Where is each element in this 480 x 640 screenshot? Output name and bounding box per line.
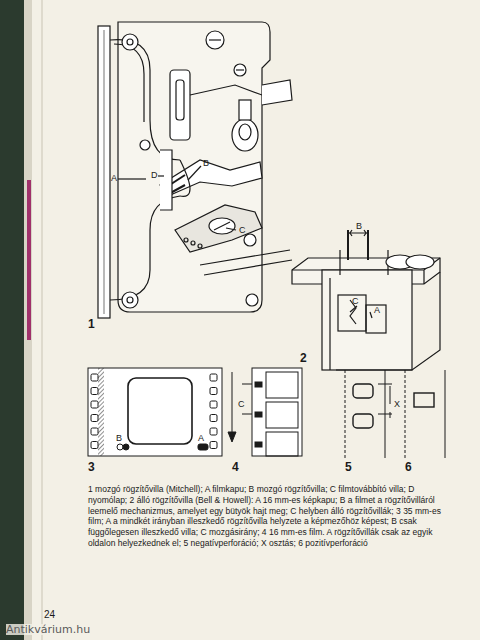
mitchell-claw-figure (98, 22, 292, 318)
bell-howell-claw-figure (292, 230, 440, 370)
part-letter: C (238, 400, 245, 409)
part-letter: A (198, 434, 204, 443)
book-spine (0, 0, 24, 640)
perforation-figures (345, 370, 445, 458)
figure-number: 1 (88, 318, 95, 330)
part-letter: C (239, 226, 246, 235)
part-letter: A (374, 306, 380, 315)
part-letter: A (111, 174, 117, 183)
figure-caption: 1 mozgó rögzítővilla (Mitchell); A filmk… (88, 484, 446, 549)
figure-number: 4 (232, 461, 239, 473)
figure-number: 5 (345, 461, 352, 473)
dimension-label: X (394, 400, 400, 409)
part-letter: C (352, 297, 359, 306)
figure-number: 3 (88, 461, 95, 473)
watermark: Antikvárium.hu (6, 624, 90, 635)
figure-number: 6 (405, 461, 412, 473)
film-16mm-figure (242, 368, 302, 456)
part-letter: B (356, 222, 362, 231)
film-35mm-figure (88, 368, 236, 456)
figure-number: 2 (300, 352, 307, 364)
page-number: 24 (44, 610, 55, 620)
part-letter: B (116, 434, 122, 443)
part-letter: D (151, 171, 158, 180)
part-letter: B (203, 159, 209, 168)
